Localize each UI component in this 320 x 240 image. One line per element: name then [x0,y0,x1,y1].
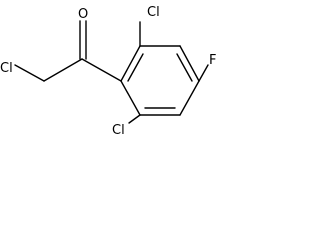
ring-bond-6 [120,80,141,116]
ring-bond-3-inner [176,53,193,82]
atom-label-f: F [209,53,216,68]
ring-bond-4 [179,80,200,116]
ring-bond-1 [120,45,141,82]
bond-carbonyl-ring [81,58,122,82]
atom-label-cl-ring-bottom: Cl [112,123,125,138]
structure-canvas: Cl O Cl F Cl [0,0,229,138]
bond-ch2-carbonyl [43,58,83,82]
atom-label-cl-chain: Cl [0,61,13,76]
bond-ring-cl-bottom [128,114,141,124]
atom-label-o-carbonyl: O [78,7,88,22]
bond-cl-ch2 [14,64,45,82]
bond-ring-f [198,64,209,82]
atom-label-cl-ring-top: Cl [147,5,160,20]
ring-bond-3 [179,45,200,82]
ring-bond-1-inner [127,53,144,82]
molecule-structure: Cl O Cl F Cl [0,5,216,138]
